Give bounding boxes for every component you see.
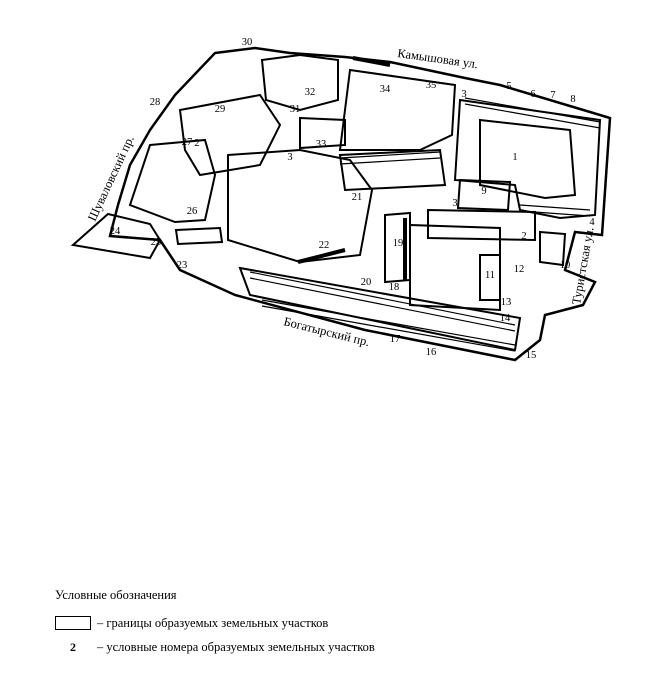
legend-title: Условные обозначения <box>55 588 177 602</box>
legend-row-boundary: – границы образуемых земельных участков <box>55 613 375 633</box>
parcel-label: 33 <box>316 139 327 150</box>
parcel-label: 23 <box>177 260 188 271</box>
parcel-label: 19 <box>393 238 404 249</box>
street-kamyshovaya: Камышовая ул. <box>397 46 479 71</box>
legend-row-number: 2 – условные номера образуемых земельных… <box>55 637 375 657</box>
legend: Условные обозначения – границы образуемы… <box>55 588 375 661</box>
parcel-label: 27 <box>182 137 193 148</box>
parcel-label: 17 <box>390 334 401 345</box>
parcel-label: 29 <box>215 104 226 115</box>
legend-number-sample: 2 <box>70 639 76 654</box>
parcel-label: 34 <box>380 84 391 95</box>
parcel-label: 6 <box>530 89 535 100</box>
legend-boundary-swatch <box>55 616 91 630</box>
parcel-outlines <box>128 53 602 352</box>
parcel-label: 32 <box>305 87 316 98</box>
parcel-number-labels: 1 2 2 3 3 3 4 5 6 7 8 9 10 11 12 13 14 1… <box>110 37 596 361</box>
parcel-label: 14 <box>500 313 511 324</box>
parcel-label: 30 <box>242 37 253 48</box>
parcel-label: 9 <box>481 186 486 197</box>
parcel-label: 10 <box>560 260 571 271</box>
parcel-label: 28 <box>150 97 161 108</box>
parcel-label: 24 <box>110 226 121 237</box>
parcel-label: 4 <box>589 217 595 228</box>
parcel-label: 11 <box>485 270 495 281</box>
parcel-label: 3 <box>452 198 457 209</box>
parcel-label: 3 <box>287 152 292 163</box>
parcel-label: 18 <box>389 282 400 293</box>
parcel-label: 3 <box>461 89 466 100</box>
parcel-map: Камышовая ул. Шуваловский пр. Туристская… <box>70 37 612 362</box>
parcel-label: 2 <box>194 138 199 149</box>
road-strips <box>297 56 407 280</box>
parcel-label: 16 <box>426 347 437 358</box>
parcel-label: 35 <box>426 80 437 91</box>
parcel-label: 15 <box>526 350 537 361</box>
parcel-label: 13 <box>501 297 512 308</box>
parcel-label: 20 <box>361 277 372 288</box>
hatch-bands <box>249 97 601 352</box>
parcel-label: 31 <box>290 104 301 115</box>
parcel-label: 2 <box>521 231 526 242</box>
parcel-label: 22 <box>319 240 330 251</box>
parcel-label: 8 <box>570 94 575 105</box>
street-shuvalovsky: Шуваловский пр. <box>85 133 137 223</box>
parcel-label: 26 <box>187 206 198 217</box>
legend-number-text: – условные номера образуемых земельных у… <box>97 639 375 654</box>
parcel-label: 5 <box>506 81 511 92</box>
parcel-label: 1 <box>512 152 517 163</box>
parcel-label: 12 <box>514 264 525 275</box>
parcel-label: 25 <box>151 237 162 248</box>
parcel-24-outline <box>70 212 162 260</box>
legend-boundary-text: – границы образуемых земельных участков <box>97 615 329 630</box>
parcel-label: 21 <box>352 192 363 203</box>
parcel-label: 7 <box>550 90 555 101</box>
